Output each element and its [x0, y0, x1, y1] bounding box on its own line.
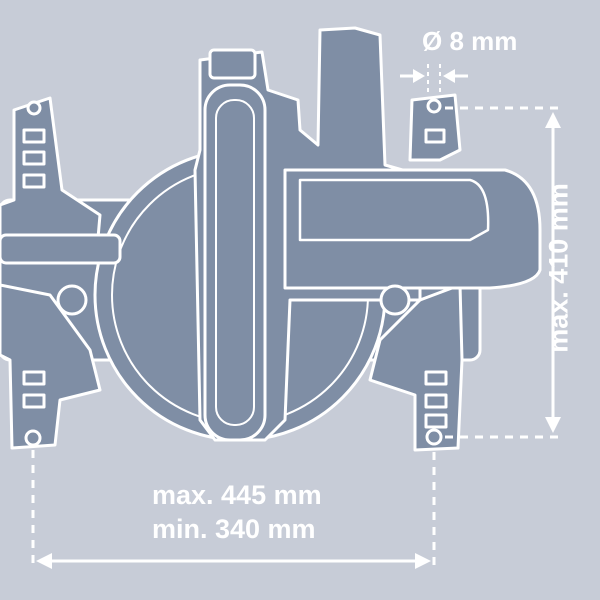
left-clamp-knob — [56, 284, 88, 316]
right-fence-arm — [408, 93, 462, 162]
bolt-diameter-label: Ø 8 mm — [422, 26, 518, 56]
dimension-lines — [31, 64, 560, 565]
bolt-hole-left-top — [26, 100, 42, 116]
arrow-up — [545, 112, 561, 128]
slot — [424, 128, 446, 144]
bolt-arrow-right-head — [443, 69, 455, 83]
slot — [424, 413, 448, 429]
handle-grip — [298, 178, 490, 242]
left-fence-bar — [0, 233, 122, 265]
height-max-label: max. 410 mm — [543, 183, 574, 353]
right-clamp-knob — [379, 284, 411, 316]
bolt-hole-left-bottom — [24, 429, 42, 447]
left-fence-arm — [0, 96, 102, 242]
slot — [22, 150, 46, 166]
slot — [22, 370, 46, 386]
slot — [424, 393, 448, 409]
slot — [424, 370, 448, 386]
dimension-arrowheads — [36, 69, 561, 569]
motor-handle — [283, 168, 542, 290]
blade-inner — [215, 99, 255, 426]
width-min-label: min. 340 mm — [152, 514, 316, 544]
top-knob — [208, 48, 257, 80]
saw-blade — [203, 83, 267, 442]
bolt-hole-right-bottom — [425, 428, 443, 446]
arrow-down — [545, 417, 561, 433]
slot — [22, 128, 46, 144]
arrow-left — [36, 553, 52, 569]
bolt-arrow-left-head — [413, 69, 425, 83]
slot — [22, 393, 46, 409]
slot — [22, 173, 46, 189]
right-foot — [368, 283, 464, 452]
width-max-label: max. 445 mm — [152, 480, 322, 510]
bolt-hole-right-top — [426, 98, 442, 114]
arrow-right — [415, 553, 431, 569]
